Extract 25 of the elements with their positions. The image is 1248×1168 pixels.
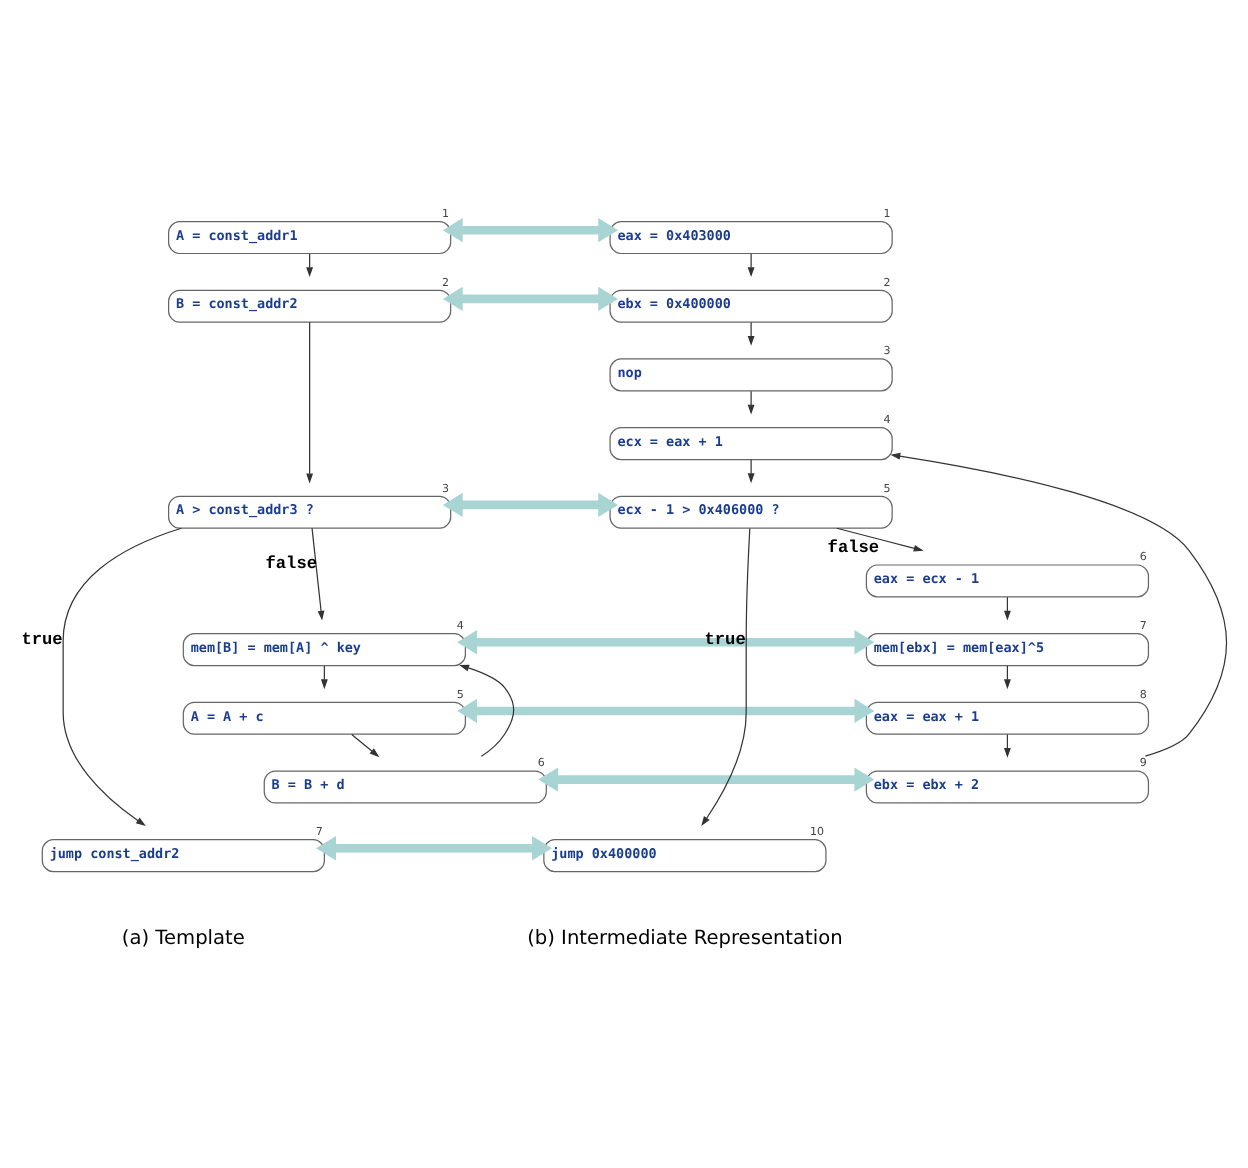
arrow [351,733,380,758]
edge-label: false [827,537,880,558]
arrow [538,767,875,792]
arrow [311,527,325,621]
arrow [306,321,314,484]
arrow [457,698,875,724]
arrow [457,630,875,655]
label: (b) Intermediate Representation [527,927,843,950]
arrow [62,527,182,826]
arrow [701,527,751,827]
label: (a) Template [121,927,245,950]
edge-label: false [265,553,318,574]
arrow [747,253,755,278]
arrow [747,459,755,484]
arrow [747,321,755,346]
arrow [442,492,619,518]
arrow [836,527,924,552]
arrow [890,452,1228,757]
arrow [316,836,552,861]
edge-label: true [21,630,63,651]
arrow [442,218,619,243]
arrow [442,286,619,312]
arrow [459,664,515,757]
arrow [747,390,755,415]
edge-label: true [704,630,746,651]
